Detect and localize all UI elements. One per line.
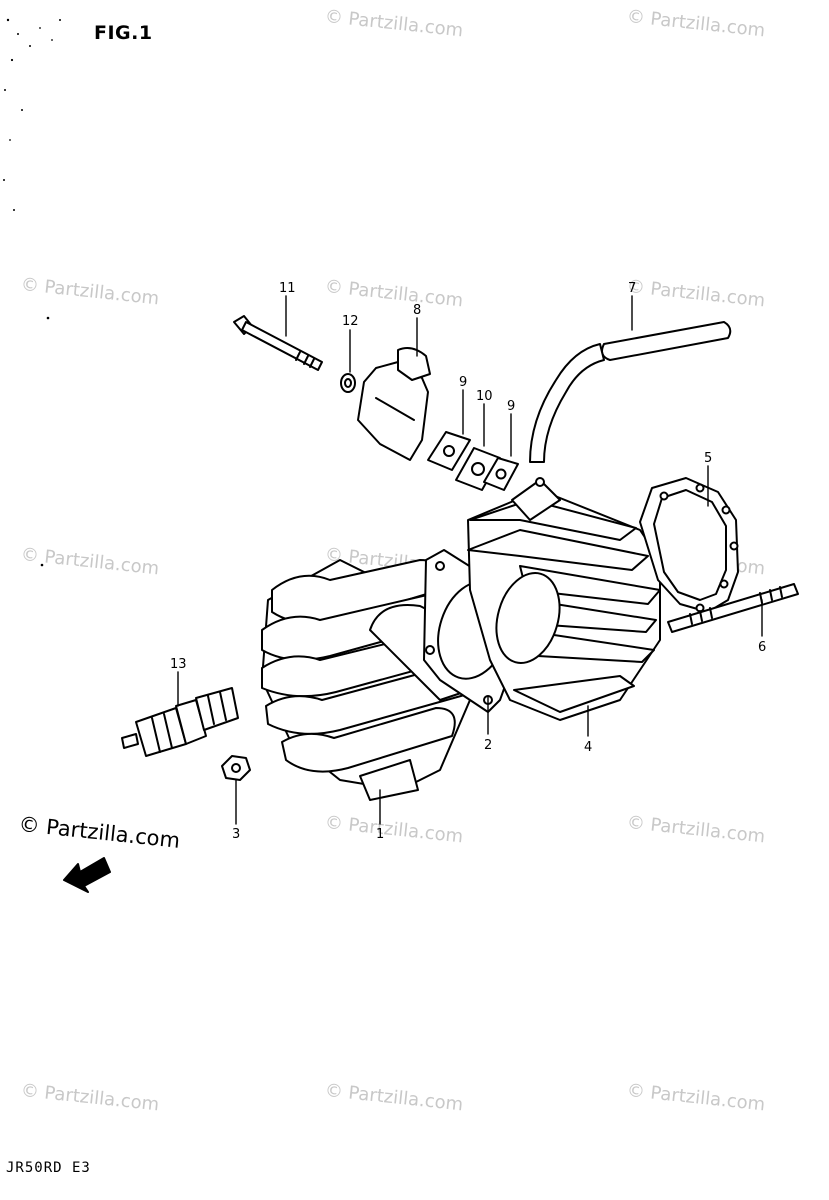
callout-1: 1: [376, 827, 384, 842]
washer: [340, 373, 356, 393]
gasket: [483, 457, 519, 491]
intake-pipe: [357, 347, 431, 461]
callout-3: 3: [232, 827, 240, 842]
gasket: [427, 431, 471, 471]
model-code: JR50RD E3: [6, 1160, 91, 1176]
callout-13: 13: [170, 657, 187, 672]
callout-labels: 11 12 8 7 9 10 9 5 6 2 4 1 3 13: [170, 281, 766, 842]
callout-6: 6: [758, 640, 766, 655]
scan-noise: [3, 18, 61, 567]
callout-12: 12: [342, 314, 359, 329]
callout-9: 9: [459, 375, 467, 390]
leader-lines: [177, 295, 763, 825]
front-arrow-icon: [63, 857, 111, 893]
callout-8: 8: [413, 303, 421, 318]
cylinder-head: [261, 559, 472, 801]
callout-5: 5: [704, 451, 712, 466]
callout-10: 10: [476, 389, 493, 404]
callout-9b: 9: [507, 399, 515, 414]
bolt: [233, 315, 323, 371]
cylinder: [467, 477, 661, 721]
figure-title: FIG.1: [94, 22, 153, 44]
callout-2: 2: [484, 738, 492, 753]
spark-plug: [121, 687, 239, 757]
callout-4: 4: [584, 740, 592, 755]
callout-11: 11: [279, 281, 296, 296]
callout-7: 7: [628, 281, 636, 296]
hose: [529, 321, 732, 463]
nut: [221, 755, 251, 781]
cylinder-base-gasket: [639, 477, 739, 613]
